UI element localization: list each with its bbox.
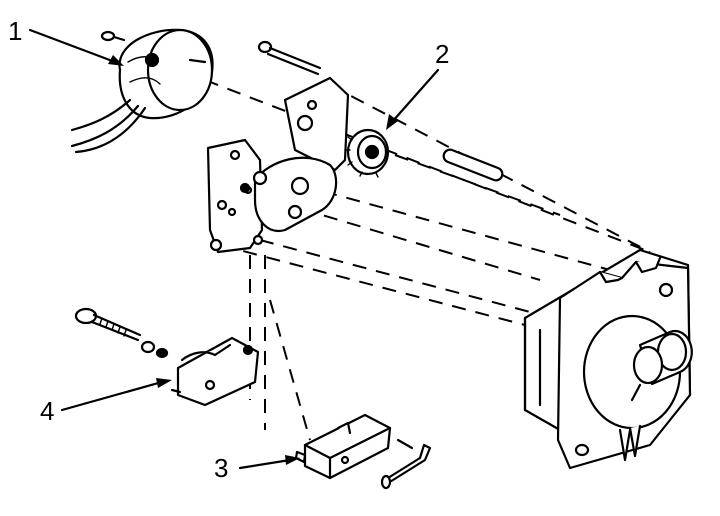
timer-housing <box>523 248 693 470</box>
leader-4 <box>60 378 172 412</box>
mounting-bracket <box>206 40 350 254</box>
callout-3: 3 <box>214 453 228 483</box>
leader-2 <box>386 68 440 130</box>
switch-assembly-4 <box>74 307 260 407</box>
callout-4: 4 <box>40 396 54 426</box>
spacer-pin <box>442 148 504 182</box>
motor-screw <box>100 30 126 42</box>
cam-gear <box>344 128 390 178</box>
callout-1: 1 <box>8 16 22 46</box>
leader-1 <box>28 28 124 66</box>
callout-2: 2 <box>435 39 449 69</box>
switch-screw <box>74 307 169 359</box>
callout-leaders <box>28 28 440 470</box>
timer-motor <box>70 28 214 154</box>
leader-3 <box>238 455 300 470</box>
bracket-bolt <box>257 40 322 76</box>
switch-assembly-3 <box>294 413 432 490</box>
